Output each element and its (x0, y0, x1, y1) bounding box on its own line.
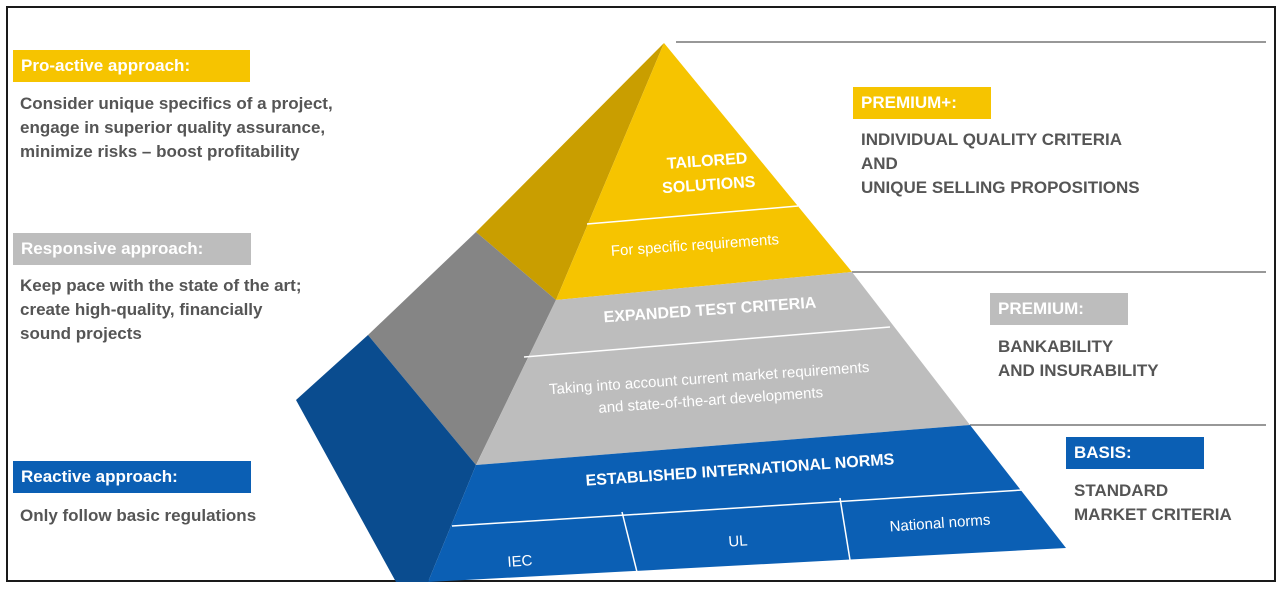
text-responsive: Keep pace with the state of the art; cre… (20, 276, 302, 343)
badge-premium: PREMIUM: (990, 293, 1128, 325)
divider-blue (451, 489, 1023, 527)
left-face-blue (296, 335, 476, 582)
front-face-blue (428, 425, 1066, 582)
front-face-yellow (556, 43, 852, 300)
text-reactive: Only follow basic regulations (20, 506, 257, 525)
badge-premium-plus: PREMIUM+: (853, 87, 991, 119)
badge-responsive: Responsive approach: (13, 233, 251, 265)
cell-divider-2 (839, 497, 851, 561)
cell-divider-1 (621, 511, 638, 573)
text-premium: BANKABILITY AND INSURABILITY (998, 337, 1159, 380)
diagram-frame (6, 6, 1276, 582)
badge-basis: BASIS: (1066, 437, 1204, 469)
badge-reactive: Reactive approach: (13, 461, 251, 493)
text-proactive: Consider unique specifics of a project, … (20, 94, 333, 161)
divider-gray (523, 326, 891, 358)
left-face-yellow (476, 43, 664, 300)
badge-proactive: Pro-active approach: (13, 50, 250, 82)
text-premium-plus: INDIVIDUAL QUALITY CRITERIA AND UNIQUE S… (861, 130, 1140, 197)
front-face-gray (476, 272, 970, 465)
divider-yellow (586, 205, 799, 225)
text-basis: STANDARD MARKET CRITERIA (1074, 481, 1232, 524)
left-face-gray (368, 232, 556, 465)
